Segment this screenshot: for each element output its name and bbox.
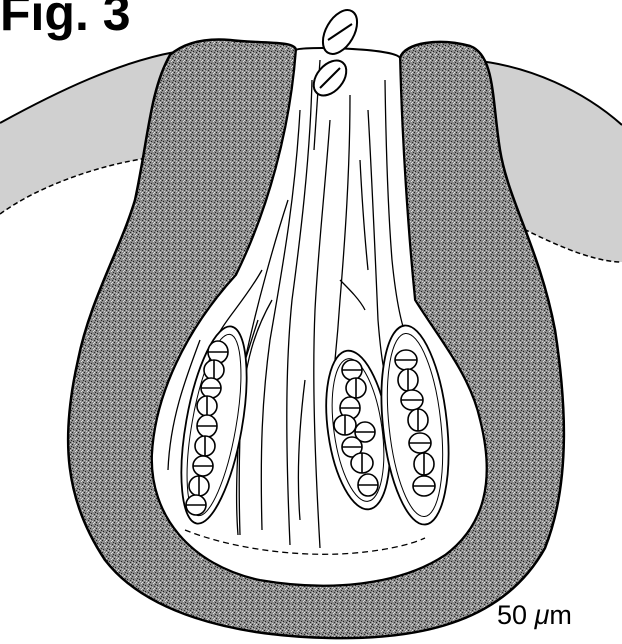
- scale-bar-label: 50 μm: [497, 602, 572, 629]
- scale-unit: m: [549, 600, 572, 630]
- figure-label: Fig. 3: [0, 0, 131, 38]
- scale-mu: μ: [535, 600, 550, 630]
- scale-value: 50: [497, 600, 527, 630]
